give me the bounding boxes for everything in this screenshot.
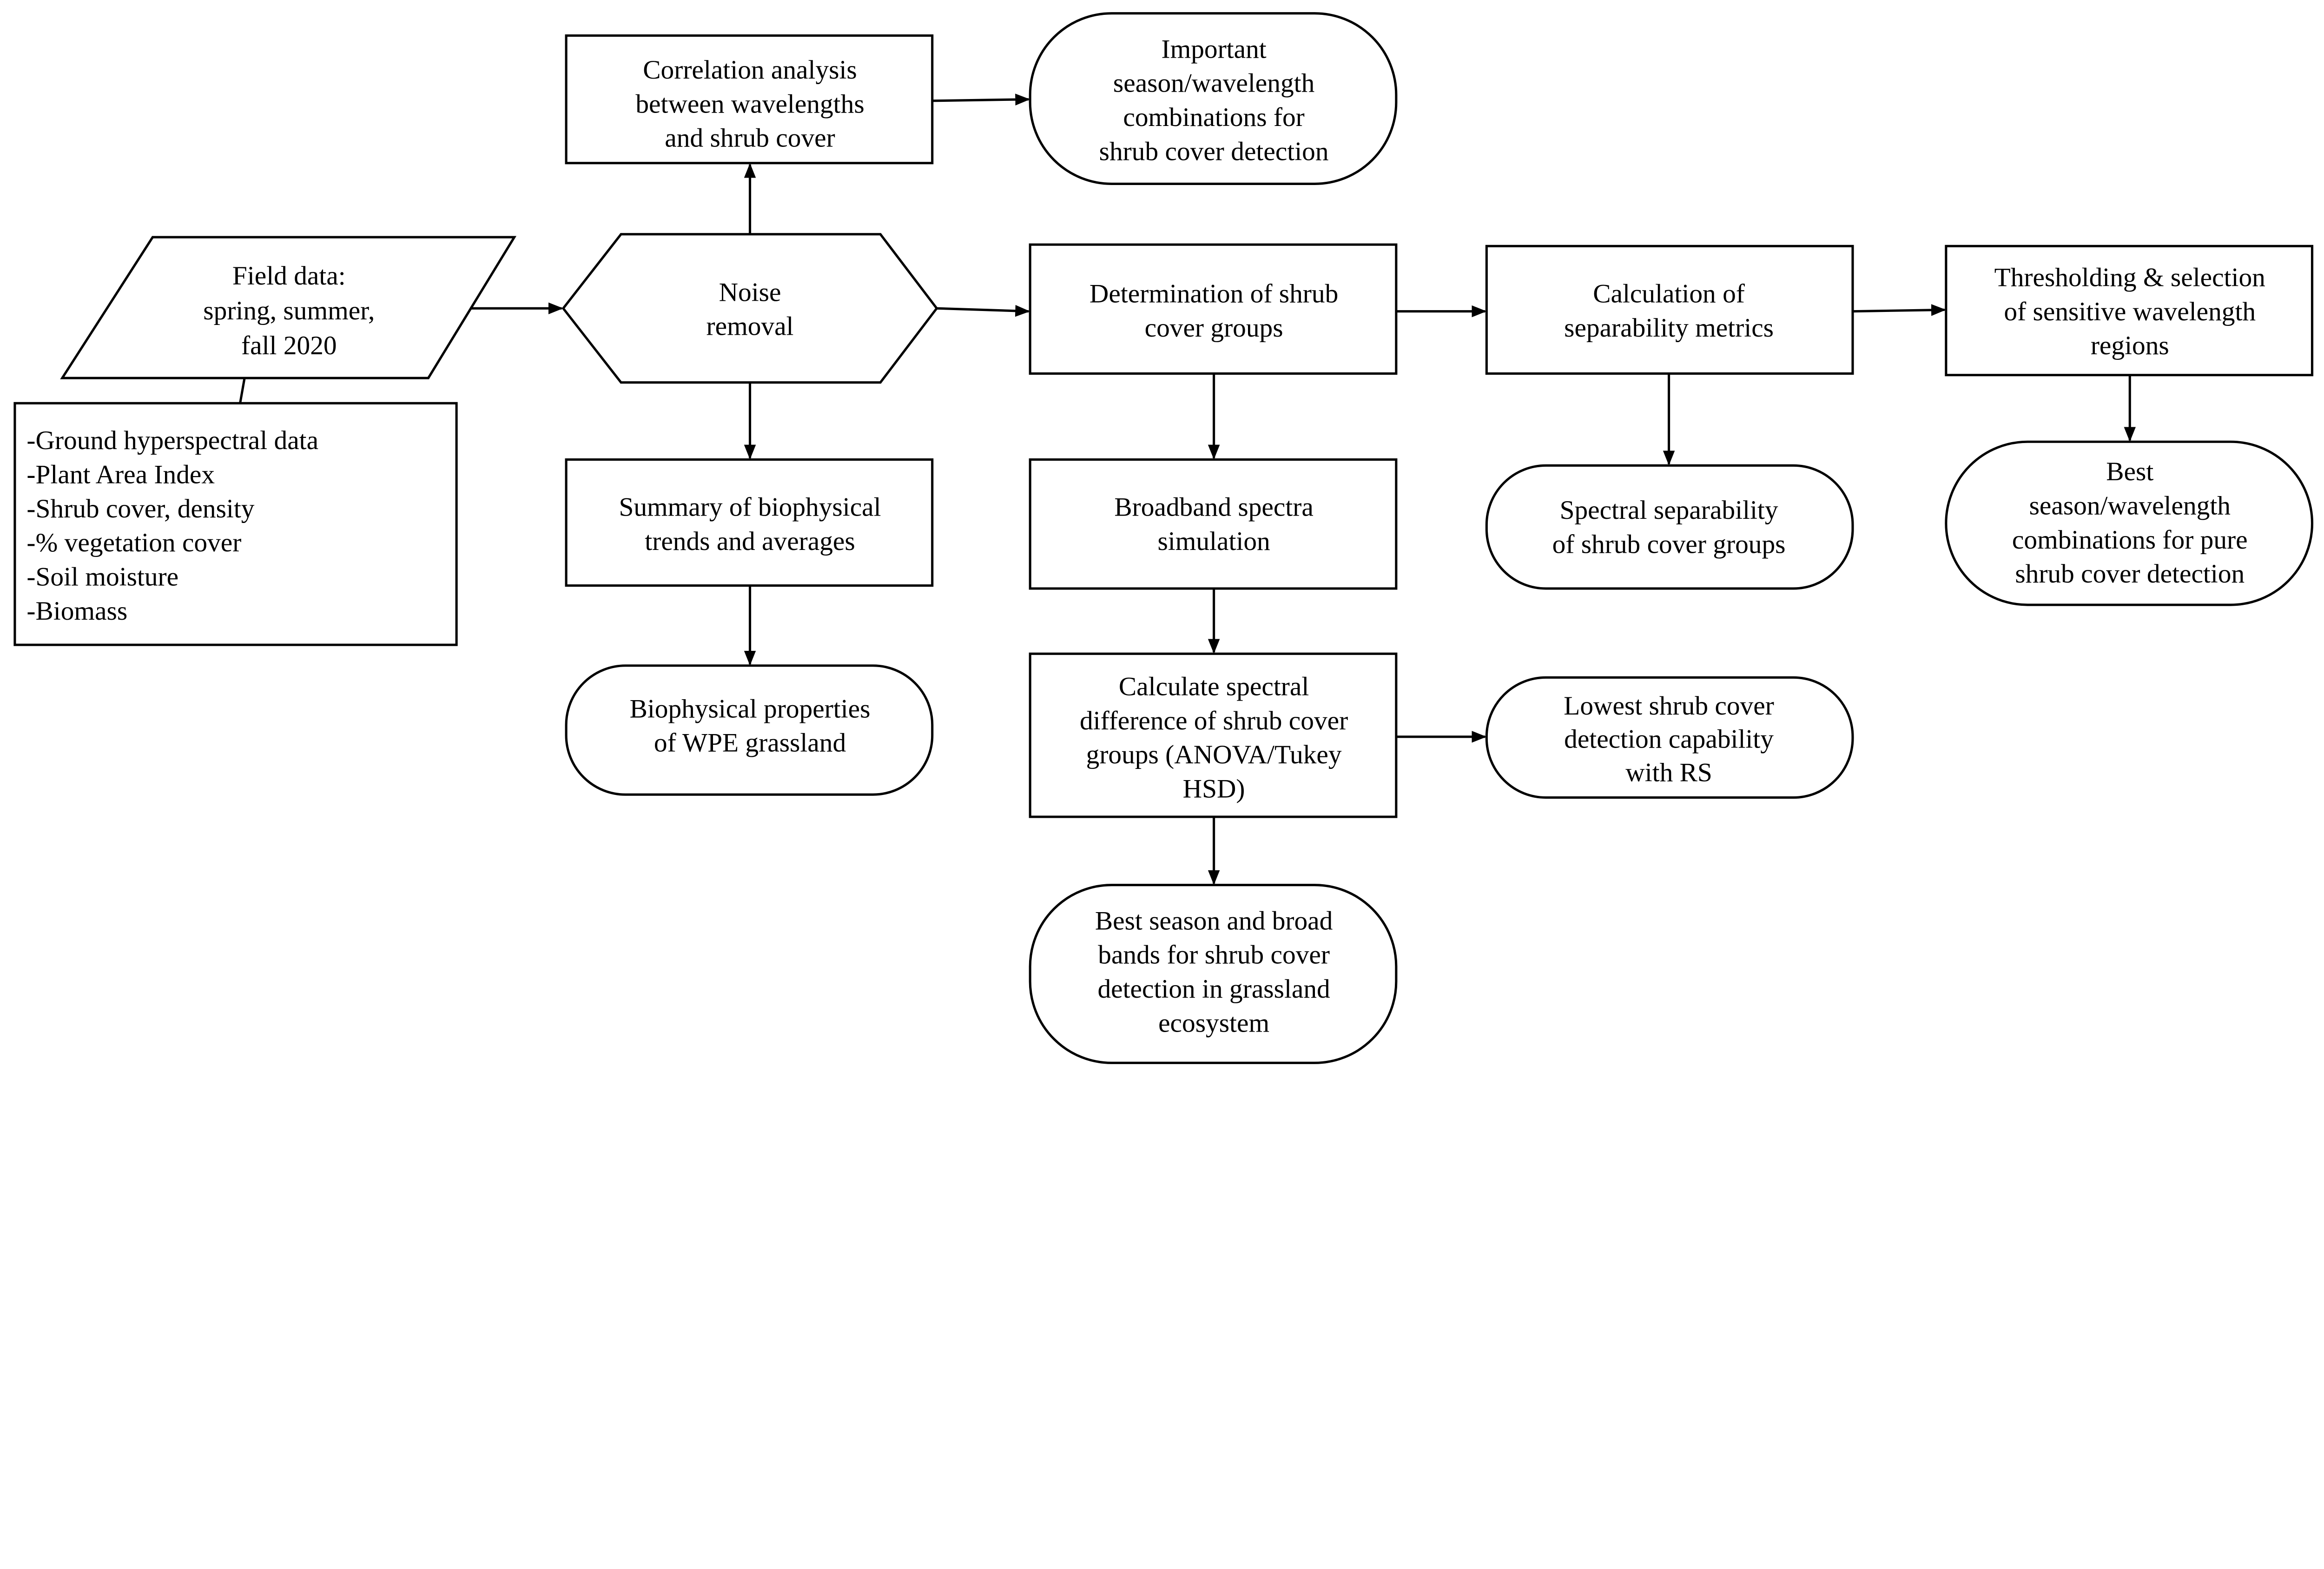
summary-node	[565, 458, 934, 587]
noise-removal-label: Noise removal	[706, 278, 794, 341]
calc-difference-label: Calculate spectral difference of shrub co…	[1080, 672, 1348, 804]
label-line: between wavelengths	[635, 89, 864, 119]
label-line: Best season and broad	[1095, 906, 1333, 935]
calc-difference-node	[1029, 652, 1398, 818]
lowest-node	[1485, 676, 1854, 799]
determination-node	[1029, 243, 1398, 375]
field-list-label: -Ground hyperspectral data -Plant Area In…	[26, 426, 318, 626]
label-line: with RS	[1625, 758, 1712, 787]
label-line: Biophysical properties	[630, 694, 871, 723]
label-line: ecosystem	[1158, 1008, 1269, 1038]
label-line: cover groups	[1145, 313, 1283, 343]
label-line: of shrub cover groups	[1552, 530, 1786, 559]
label-line: of sensitive wavelength	[2004, 297, 2256, 326]
label-line: and shrub cover	[665, 124, 835, 153]
label-line: Lowest shrub cover	[1564, 691, 1774, 721]
best-broad-label: Best season and broad bands for shrub cov…	[1095, 906, 1333, 1038]
label-line: Field data:	[232, 261, 346, 291]
label-line: difference of shrub cover	[1080, 706, 1348, 735]
label-line: Noise	[719, 278, 781, 307]
noise-removal-node	[561, 233, 938, 384]
label-line: season/wavelength	[2029, 491, 2231, 521]
broadband-label: Broadband spectra simulation	[1114, 493, 1314, 556]
field-list-node	[13, 402, 458, 646]
correlation-node	[565, 34, 934, 165]
label-line: spring, summer,	[203, 296, 375, 325]
label-line: fall 2020	[241, 331, 337, 360]
best-pure-node	[1945, 440, 2314, 606]
label-line: Summary of biophysical	[619, 493, 881, 522]
arrow-correlation-to-important	[932, 93, 1030, 106]
flowchart: Field data: spring, summer, fall 2020 -Gro…	[13, 12, 2314, 1064]
label-line: shrub cover detection	[2015, 559, 2245, 589]
label-line: removal	[706, 312, 794, 341]
label-line: Calculate spectral	[1119, 672, 1309, 702]
label-line: Spectral separability	[1560, 496, 1778, 525]
best-pure-label: Best season/wavelength combinations for pu…	[2012, 457, 2248, 589]
important-combos-node	[1029, 12, 1398, 185]
arrow-separability-to-thresholding	[1852, 304, 1946, 316]
lowest-label: Lowest shrub cover detection capability wi…	[1564, 691, 1774, 787]
label-line: HSD)	[1183, 775, 1245, 804]
label-line: Best	[2106, 457, 2153, 486]
label-line: shrub cover detection	[1099, 137, 1329, 166]
spectral-sep-node	[1485, 464, 1854, 590]
label-line: -Plant Area Index	[26, 460, 215, 490]
separability-node	[1485, 245, 1854, 375]
broadband-node	[1029, 458, 1398, 590]
label-line: bands for shrub cover	[1098, 940, 1330, 970]
label-line: combinations for pure	[2012, 525, 2248, 555]
important-combos-label: Important season/wavelength combinations f…	[1099, 34, 1329, 166]
label-line: Correlation analysis	[643, 55, 857, 85]
label-line: -% vegetation cover	[26, 528, 241, 557]
label-line: -Ground hyperspectral data	[26, 426, 318, 455]
label-line: separability metrics	[1564, 313, 1774, 343]
thresholding-label: Thresholding & selection of sensitive wav…	[1994, 263, 2265, 360]
label-line: regions	[2091, 331, 2169, 360]
field-data-label: Field data: spring, summer, fall 2020	[203, 261, 375, 360]
label-line: -Soil moisture	[26, 563, 178, 592]
label-line: detection in grassland	[1097, 974, 1330, 1004]
label-line: Determination of shrub	[1089, 279, 1338, 309]
field-data-node	[60, 236, 517, 379]
label-line: groups (ANOVA/Tukey	[1086, 740, 1342, 769]
label-line: trends and averages	[645, 527, 855, 556]
label-line: Important	[1161, 34, 1266, 64]
summary-label: Summary of biophysical trends and average…	[619, 493, 881, 556]
biophysical-label: Biophysical properties of WPE grassland	[630, 694, 871, 757]
label-line: season/wavelength	[1113, 69, 1314, 98]
label-line: combinations for	[1123, 103, 1304, 132]
label-line: Thresholding & selection	[1994, 263, 2265, 292]
separability-label: Calculation of separability metrics	[1564, 279, 1774, 343]
label-line: simulation	[1157, 527, 1270, 556]
best-broad-node	[1029, 884, 1398, 1064]
connector-field-to-list	[239, 377, 246, 404]
label-line: detection capability	[1564, 725, 1774, 754]
label-line: -Shrub cover, density	[26, 494, 254, 523]
label-line: Broadband spectra	[1114, 493, 1314, 522]
label-line: of WPE grassland	[654, 728, 846, 758]
thresholding-node	[1945, 245, 2314, 377]
determination-label: Determination of shrub cover groups	[1089, 279, 1338, 343]
spectral-sep-label: Spectral separability of shrub cover grou…	[1552, 496, 1786, 559]
biophysical-node	[565, 664, 934, 796]
label-line: -Biomass	[26, 596, 127, 626]
arrow-noise-to-determination	[937, 305, 1030, 317]
correlation-label: Correlation analysis between wavelengths a…	[635, 55, 864, 153]
label-line: Calculation of	[1593, 279, 1745, 309]
